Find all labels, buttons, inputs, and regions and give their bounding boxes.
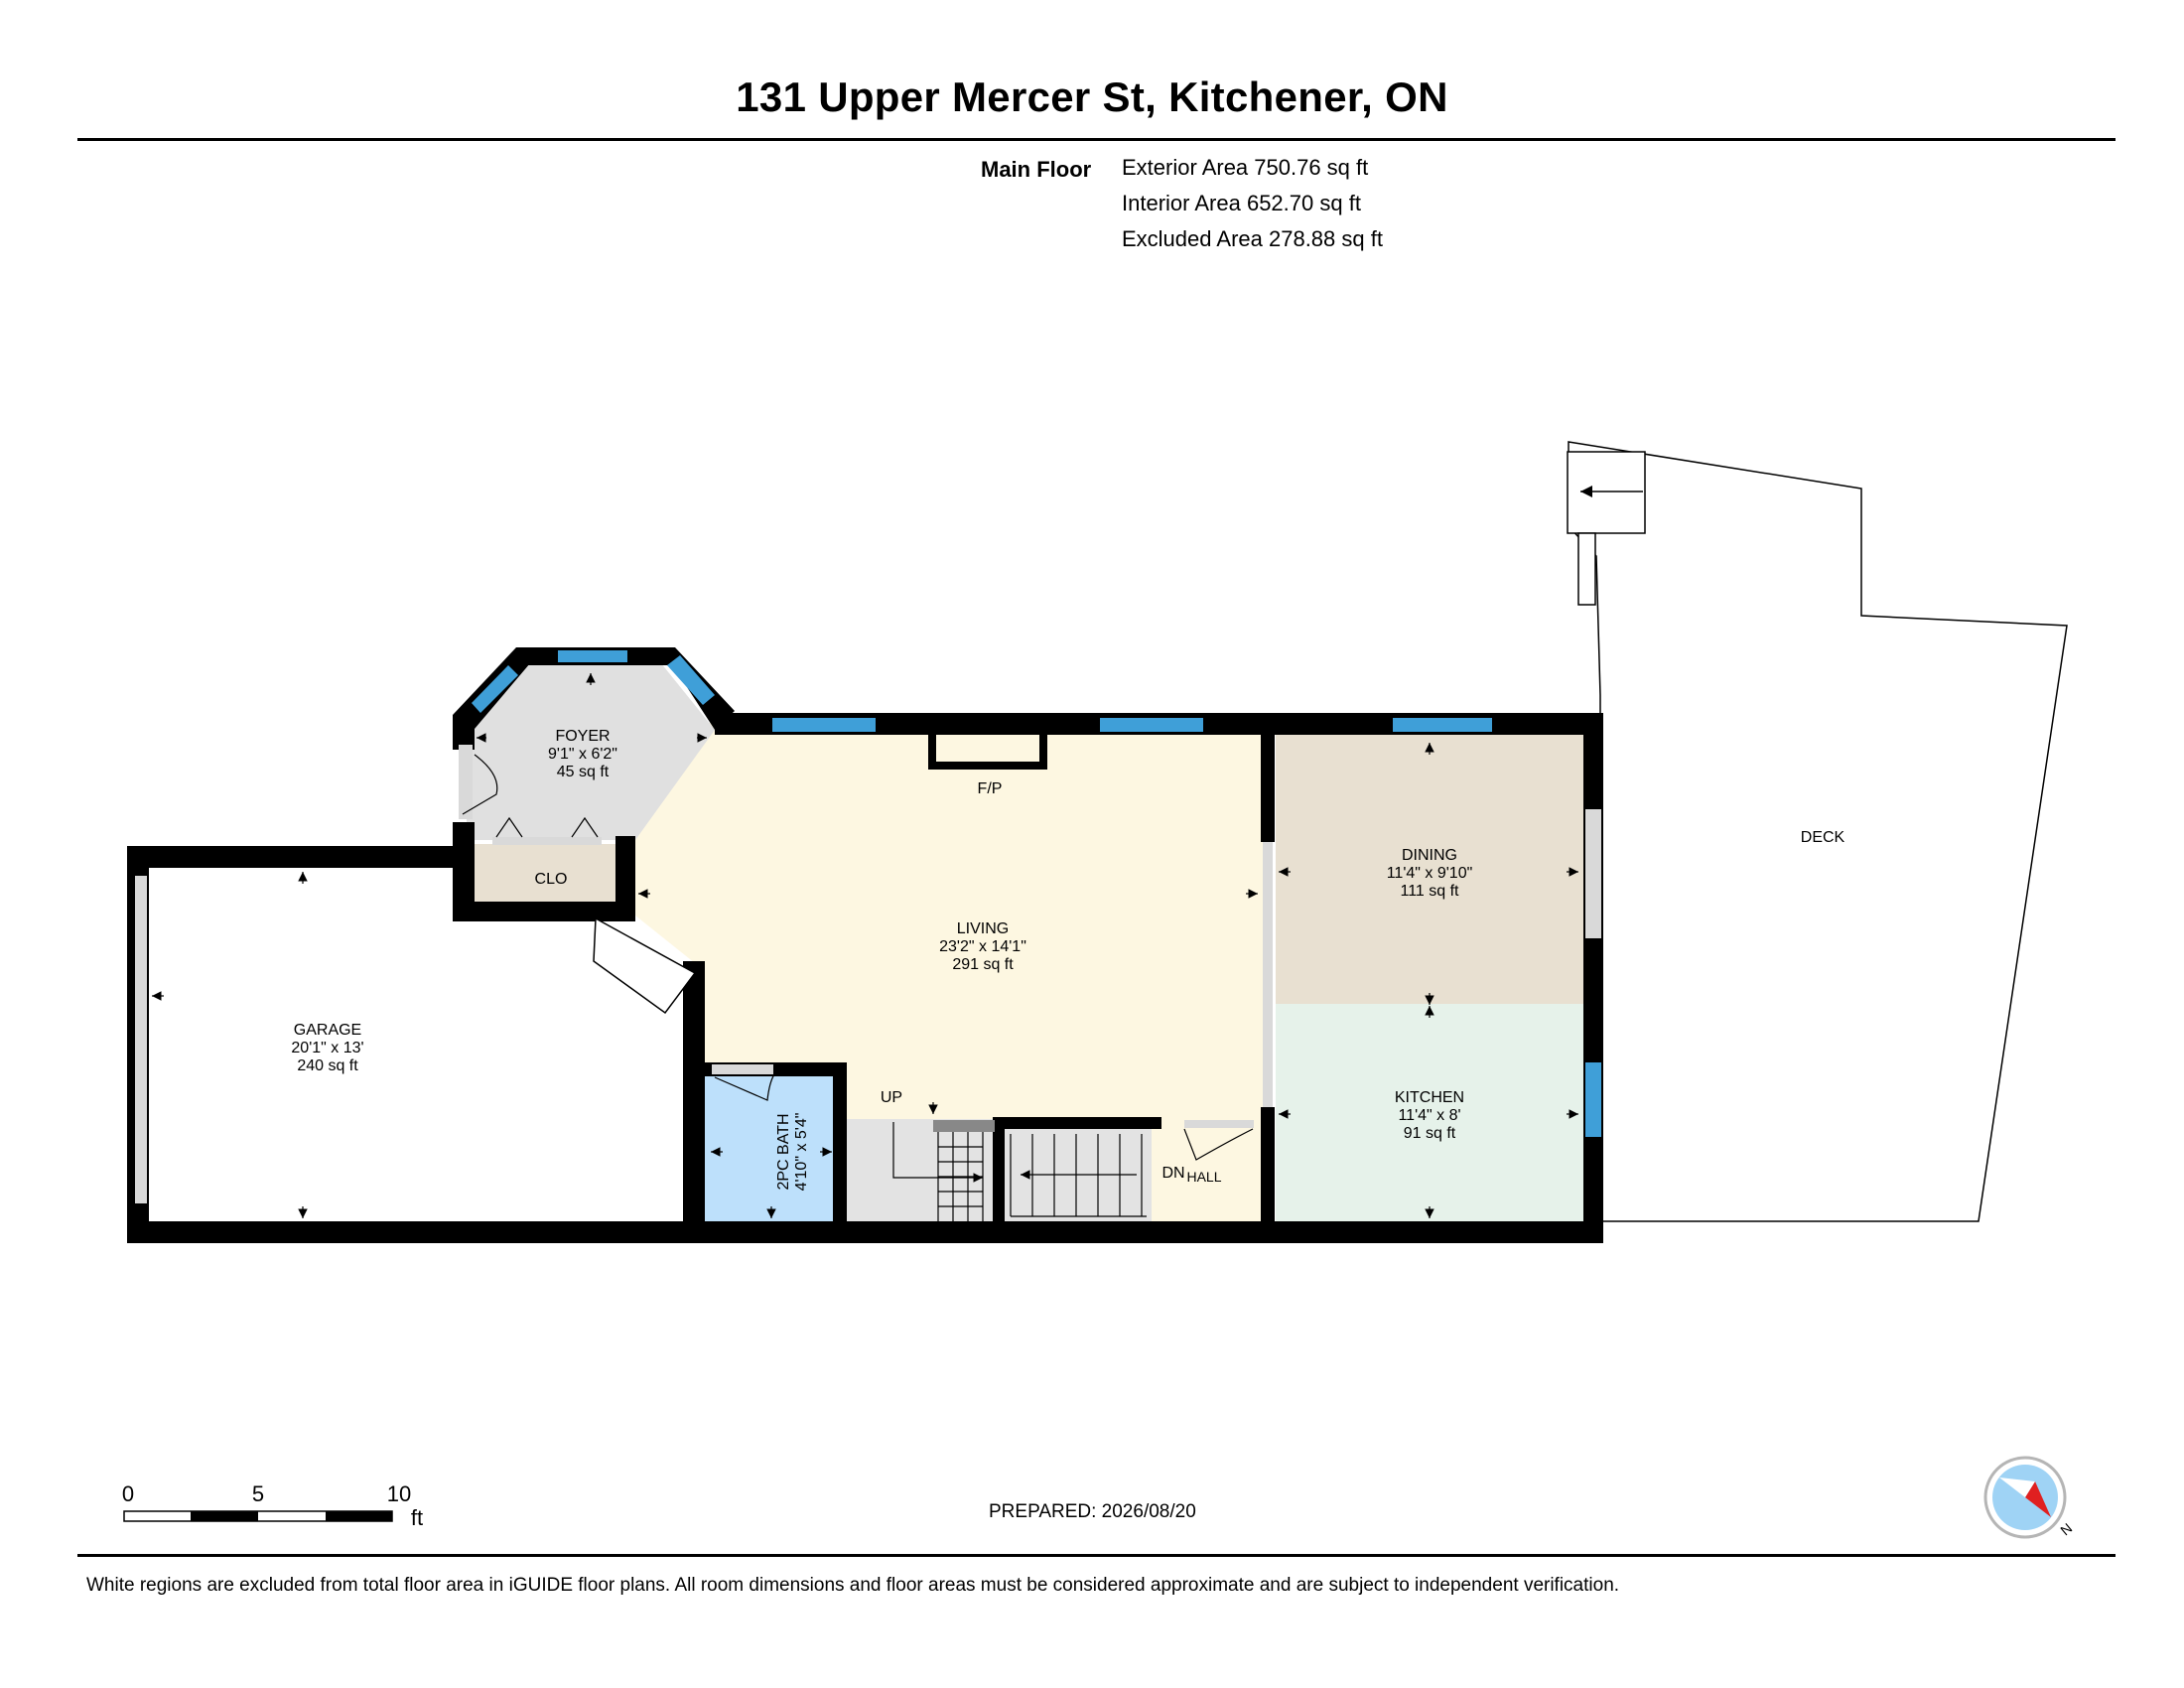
prepared-date: PREPARED: 2026/08/20 xyxy=(989,1501,1196,1522)
deck-step xyxy=(1567,451,1646,534)
stairs-fill xyxy=(844,1119,1003,1221)
dining-area: 111 sq ft xyxy=(1401,883,1460,900)
scale-bar: 0 5 10 ft xyxy=(122,1481,423,1530)
foyer-door-swing xyxy=(462,754,498,815)
stairs-down-label: DN xyxy=(1161,1165,1184,1182)
interior-area: Interior Area 652.70 sq ft xyxy=(1122,191,1361,215)
foyer-area: 45 sq ft xyxy=(557,764,610,780)
foyer-dims: 9'1" x 6'2" xyxy=(548,746,617,763)
bath-fill xyxy=(705,1072,837,1221)
hall-fill xyxy=(1152,1119,1266,1227)
garage-label: GARAGE xyxy=(294,1022,361,1039)
windows xyxy=(472,650,1601,1137)
living-label: LIVING xyxy=(957,920,1009,937)
scale-tick-5: 5 xyxy=(252,1481,264,1506)
garage-area: 240 sq ft xyxy=(297,1057,358,1074)
hall-label: HALL xyxy=(1186,1169,1221,1185)
foyer-fill xyxy=(467,663,715,840)
footer-rule xyxy=(77,1554,2116,1557)
bath-door-swing xyxy=(714,1073,775,1101)
bath-label: 2PC BATH xyxy=(775,1113,792,1190)
title-rule xyxy=(77,138,2116,141)
closet-bifold xyxy=(495,816,599,838)
dimension-arrows xyxy=(152,673,1578,1218)
living-dims: 23'2" x 14'1" xyxy=(939,938,1026,955)
hall-door-swing xyxy=(1183,1128,1254,1161)
kitchen-fill xyxy=(1276,1004,1583,1221)
disclaimer: White regions are excluded from total fl… xyxy=(86,1575,1620,1596)
dining-label: DINING xyxy=(1402,847,1457,864)
exterior-area: Exterior Area 750.76 sq ft xyxy=(1122,155,1369,180)
stair-up-arrow xyxy=(892,1122,983,1183)
stair-treads xyxy=(937,1132,1147,1221)
kitchen-area: 91 sq ft xyxy=(1404,1125,1456,1142)
page-title: 131 Upper Mercer St, Kitchener, ON xyxy=(736,73,1448,120)
openings xyxy=(135,745,1601,1203)
deck-label: DECK xyxy=(1801,829,1845,846)
foyer-side-door xyxy=(593,916,697,1015)
scale-tick-0: 0 xyxy=(122,1481,134,1506)
dining-dims: 11'4" x 9'10" xyxy=(1387,865,1473,882)
living-area: 291 sq ft xyxy=(952,956,1014,973)
compass-north: N xyxy=(2057,1520,2075,1539)
area-lines: Exterior Area 750.76 sq ft Interior Area… xyxy=(1122,157,1383,264)
stair-landing xyxy=(933,1120,995,1132)
compass-icon: N xyxy=(1983,1456,2075,1539)
bath-label-group: 2PC BATH 4'10" x 5'4" xyxy=(775,1113,810,1192)
bath-dims: 4'10" x 5'4" xyxy=(793,1113,810,1192)
scale-tick-10: 10 xyxy=(387,1481,411,1506)
fireplace-label: F/P xyxy=(978,780,1003,797)
floor-name: Main Floor xyxy=(981,157,1092,182)
stairs-up-label: UP xyxy=(881,1089,902,1106)
deck-post xyxy=(1577,532,1596,606)
foyer-label: FOYER xyxy=(555,728,610,745)
scale-unit: ft xyxy=(411,1505,423,1530)
excluded-area: Excluded Area 278.88 sq ft xyxy=(1122,226,1383,251)
dining-fill xyxy=(1276,735,1583,1004)
closet-label: CLO xyxy=(535,871,568,888)
closet-fill xyxy=(475,844,627,909)
garage-dims: 20'1" x 13' xyxy=(291,1040,363,1056)
kitchen-dims: 11'4" x 8' xyxy=(1398,1107,1460,1124)
kitchen-label: KITCHEN xyxy=(1395,1089,1464,1106)
